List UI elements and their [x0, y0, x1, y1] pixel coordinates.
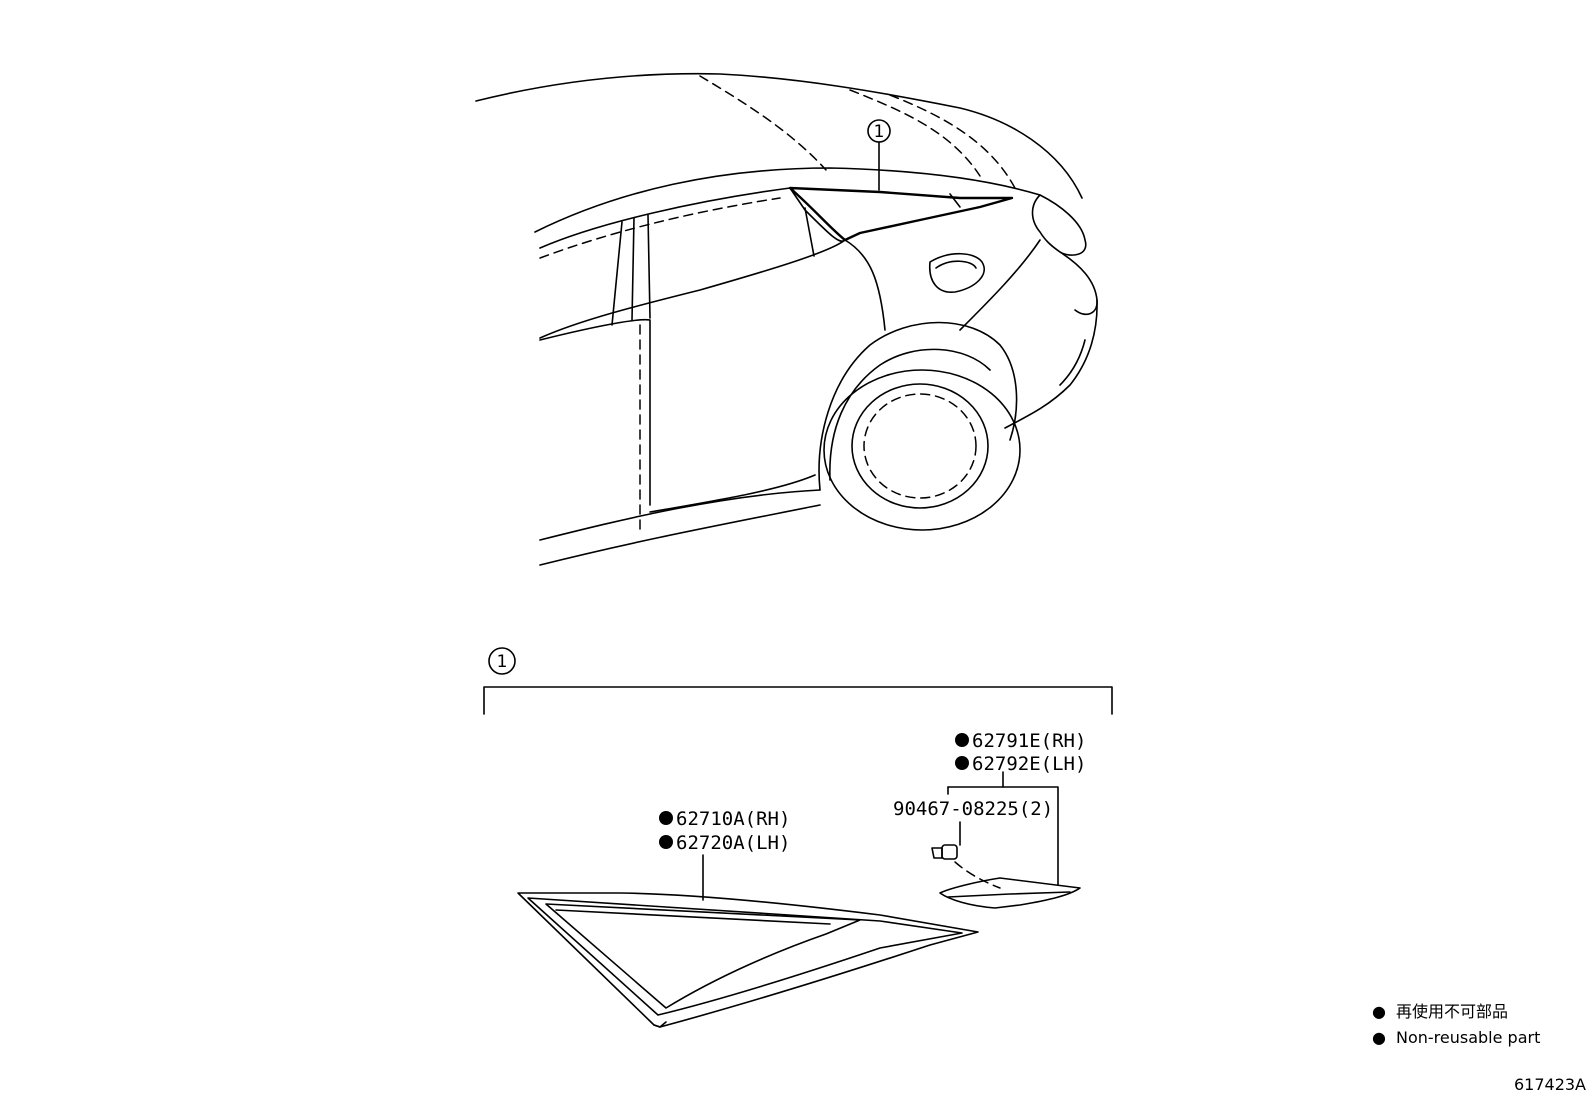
garnish-bracket-line: [947, 786, 1059, 886]
assembly-callout-circle: [488, 647, 516, 675]
legend-marker-en: ●: [1372, 1028, 1386, 1047]
vehicle-illustration: 1: [475, 72, 1098, 566]
legend-text-english: Non-reusable part: [1396, 1028, 1540, 1047]
label-garnish-rh: 62791E(RH): [972, 730, 1086, 752]
legend-marker-ja: ●: [1372, 1002, 1386, 1021]
vehicle-callout-number: 1: [874, 122, 885, 142]
quarter-glass-part: [517, 854, 979, 1028]
non-reusable-marker: [955, 733, 969, 747]
label-quarter-glass-lh: 62720A(LH): [676, 832, 790, 854]
non-reusable-marker: [659, 811, 673, 825]
label-clip: 90467-08225(2): [893, 798, 1053, 820]
legend-text-japanese: 再使用不可部品: [1396, 1002, 1508, 1021]
clip-part: [931, 821, 1001, 889]
figure-number: 617423A: [1514, 1075, 1586, 1094]
assembly-callout-number: 1: [497, 652, 508, 672]
part-labels: 62791E(RH) 62792E(LH) 90467-08225(2) 627…: [659, 730, 1086, 854]
assembly-bracket: 1: [483, 647, 1113, 715]
garnish-part: [939, 771, 1081, 909]
non-reusable-marker: [955, 756, 969, 770]
label-garnish-lh: 62792E(LH): [972, 753, 1086, 775]
label-quarter-glass-rh: 62710A(RH): [676, 808, 790, 830]
legend: ● 再使用不可部品 ● Non-reusable part: [1372, 1002, 1540, 1047]
non-reusable-marker: [659, 835, 673, 849]
